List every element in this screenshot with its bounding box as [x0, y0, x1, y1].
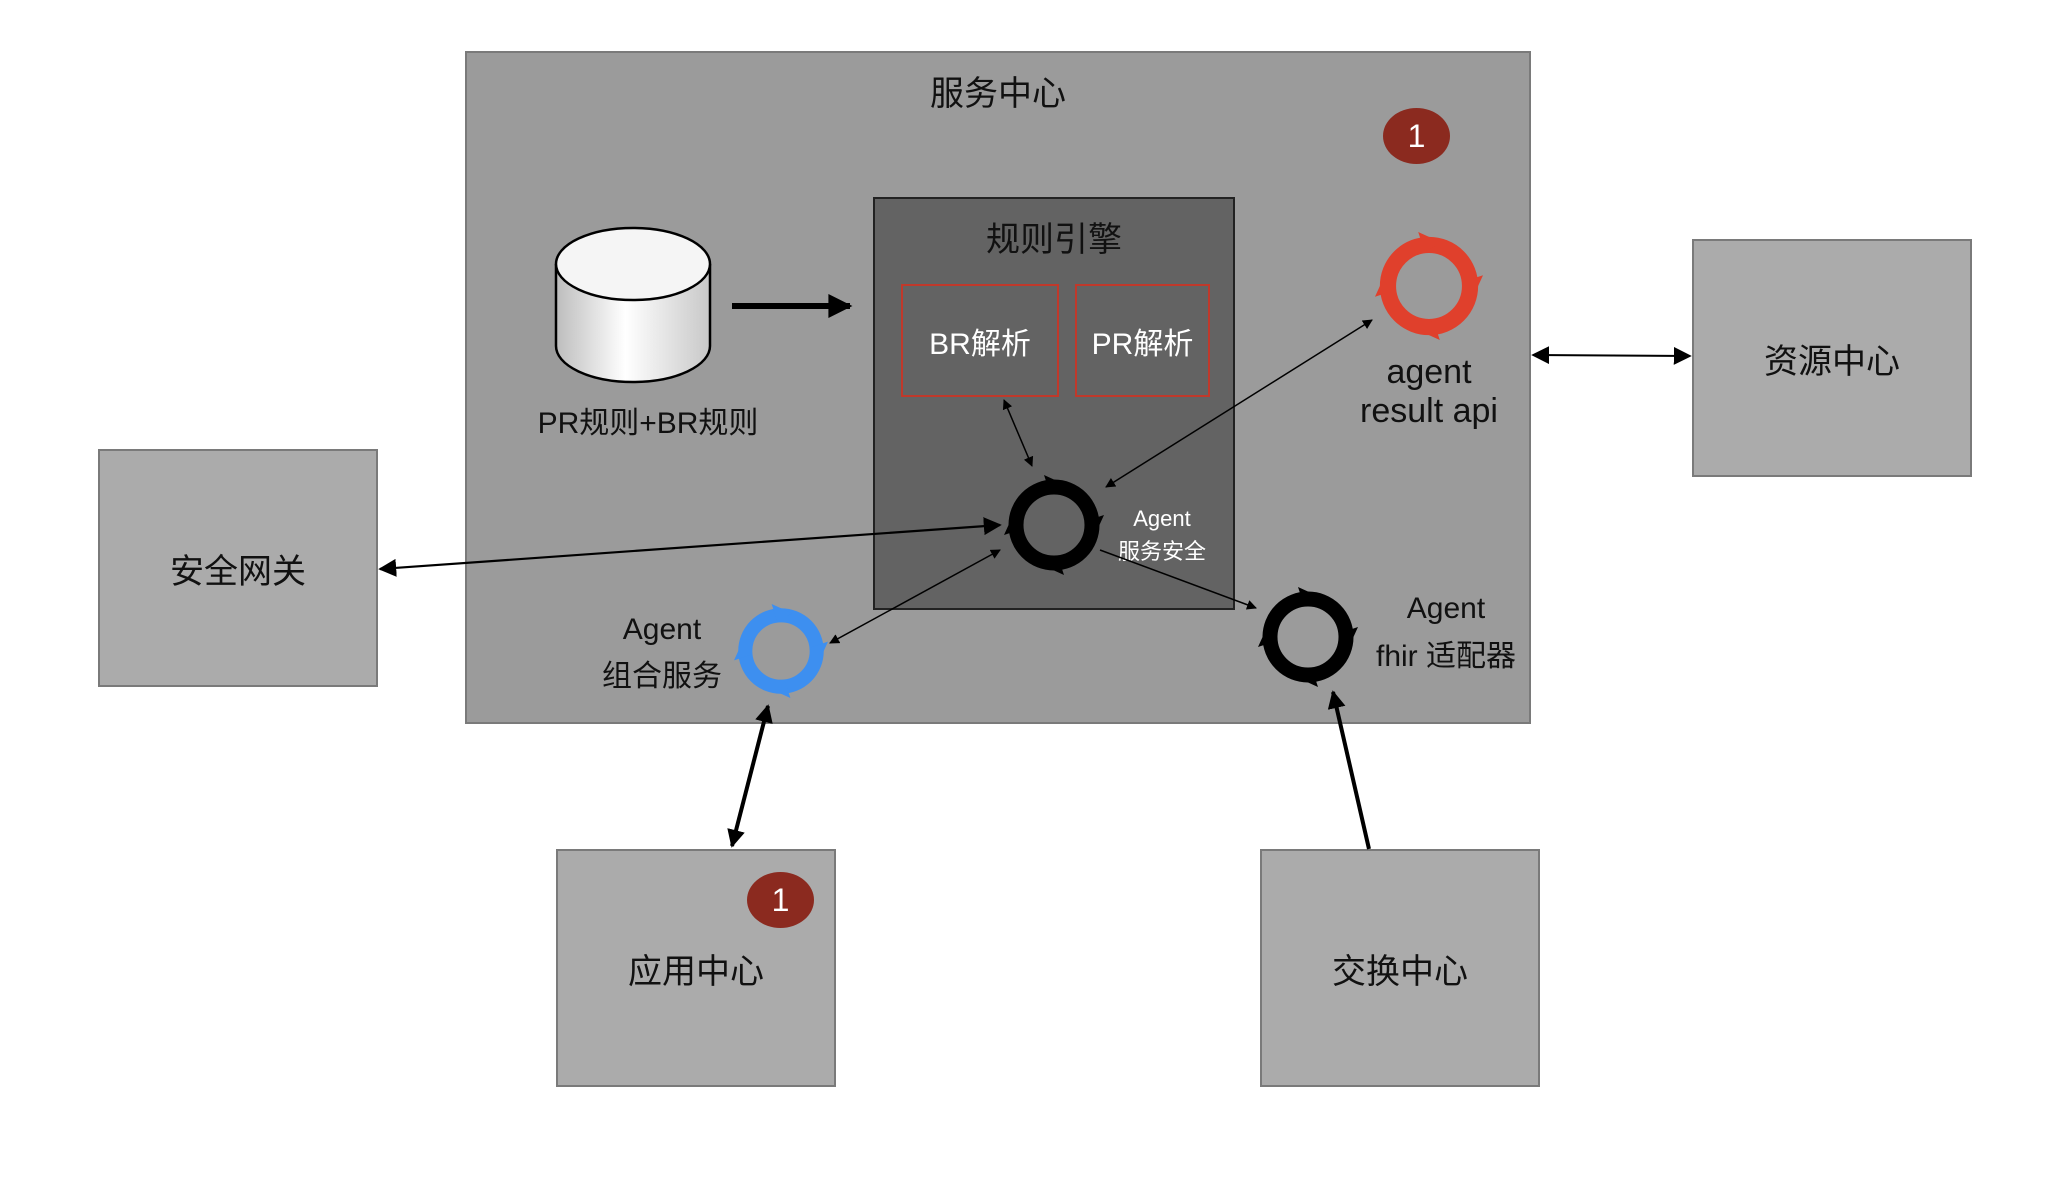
agent-composite-line1: Agent — [622, 613, 702, 646]
agent-result-line1: agent — [1386, 353, 1472, 391]
service-center-title: 服务中心 — [930, 75, 1066, 113]
agent-fhir-line1: Agent — [1406, 592, 1486, 625]
agent-security-line1: Agent — [1133, 506, 1191, 531]
security-gateway-label: 安全网关 — [170, 552, 306, 591]
agent-fhir-line2: fhir 适配器 — [1375, 640, 1516, 673]
arrow-service-resource-center — [1531, 346, 1692, 365]
badge-service-center: 1 — [1383, 108, 1450, 164]
resource-center-label: 资源中心 — [1764, 342, 1900, 381]
br-parse-box: BR解析 — [901, 284, 1059, 397]
agent-security-line2: 服务安全 — [1117, 539, 1206, 564]
agent-composite-line2: 组合服务 — [602, 660, 722, 693]
exchange-center-label: 交换中心 — [1332, 952, 1468, 991]
arrow-exchange-fhir-agent — [1327, 690, 1371, 850]
rule-engine-title: 规则引擎 — [986, 221, 1122, 259]
arrow-security-fhir-agent — [1099, 549, 1257, 610]
arrow-security-composite-agent — [829, 549, 1001, 644]
br-parse-label: BR解析 — [929, 327, 1031, 361]
arrow-composite-application-center — [727, 704, 773, 848]
agent-result-line2: result api — [1360, 392, 1498, 430]
badge-application-center: 1 — [747, 872, 814, 928]
database-cylinder-icon — [554, 226, 712, 384]
database-label: PR规则+BR规则 — [537, 407, 759, 440]
exchange-center-box: 交换中心 — [1260, 849, 1540, 1087]
arrow-result-security-agent — [1105, 319, 1373, 488]
arrow-gateway-security-agent — [378, 517, 1002, 577]
resource-center-box: 资源中心 — [1692, 239, 1972, 477]
application-center-label: 应用中心 — [628, 952, 764, 991]
security-gateway-box: 安全网关 — [98, 449, 378, 687]
arrow-br-parse-security-agent — [1002, 399, 1034, 467]
